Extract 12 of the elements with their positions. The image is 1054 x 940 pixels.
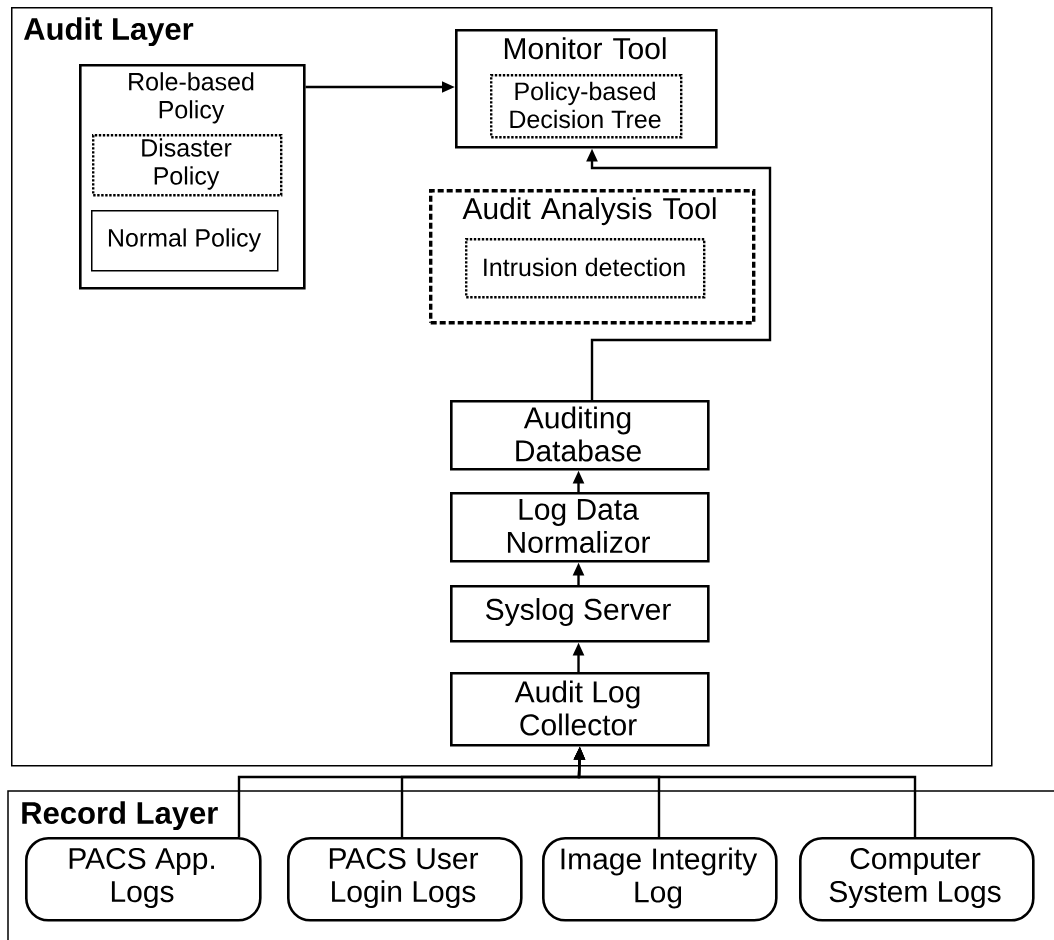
decision-tree-box: Policy-based Decision Tree <box>490 74 683 139</box>
log-source-box: PACS User Login Logs <box>287 837 523 922</box>
process-box: Syslog Server <box>450 585 710 643</box>
log-source-box: PACS App. Logs <box>25 837 262 922</box>
log-source-box: Image Integrity Log <box>542 837 778 922</box>
policy-box: Disaster Policy <box>92 134 283 197</box>
process-box: Log Data Normalizor <box>450 492 710 563</box>
detection-box: Intrusion detection <box>465 238 706 299</box>
log-source-box: Computer System Logs <box>799 837 1035 922</box>
policy-box: Normal Policy <box>91 210 279 272</box>
process-box: Auditing Database <box>450 400 710 471</box>
process-box: Audit Log Collector <box>450 672 710 747</box>
